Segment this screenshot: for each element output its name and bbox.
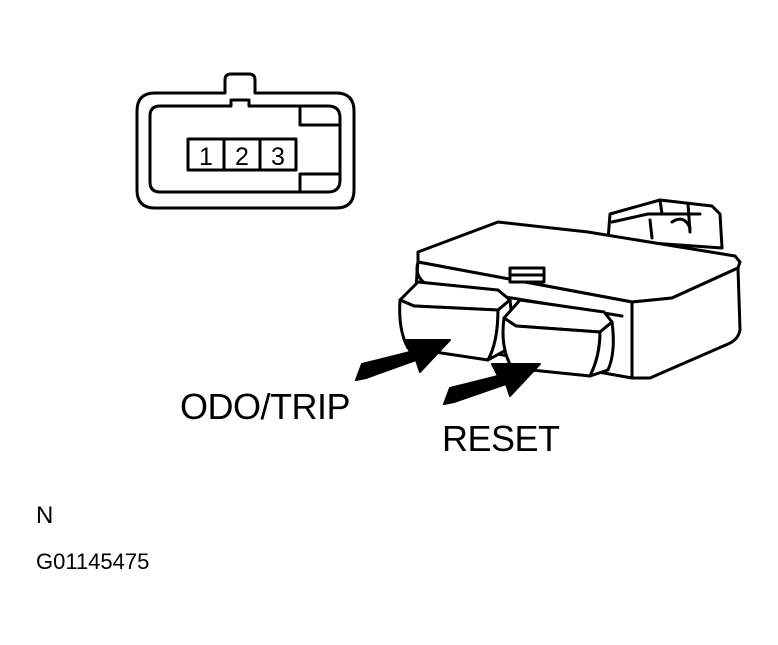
connector-keyway-top [298,104,342,127]
odo-trip-button[interactable] [398,280,513,362]
connector-pin-1: 1 [199,143,213,171]
connector-pin-2: 2 [235,143,249,171]
switch-rear-connector-detail [610,198,702,240]
connector-pin-box-3 [258,137,298,172]
connector-face: 1 2 3 [135,72,356,210]
figure-code: G01145475 [36,549,150,574]
switch-assembly [398,198,742,380]
view-letter: N [36,502,54,529]
reset-button[interactable] [501,298,615,378]
reset-label: RESET [442,418,560,459]
connector-inner-cavity [148,98,342,194]
arrow-reset [443,363,541,405]
connector-keyway-bottom [298,172,342,194]
odo-trip-label: ODO/TRIP [180,386,351,427]
arrow-odo-trip [355,339,451,381]
connector-outer-housing [135,72,356,210]
reset-button-side [588,320,615,378]
connector-pin-3: 3 [271,143,285,171]
switch-rear-latch [670,217,692,230]
